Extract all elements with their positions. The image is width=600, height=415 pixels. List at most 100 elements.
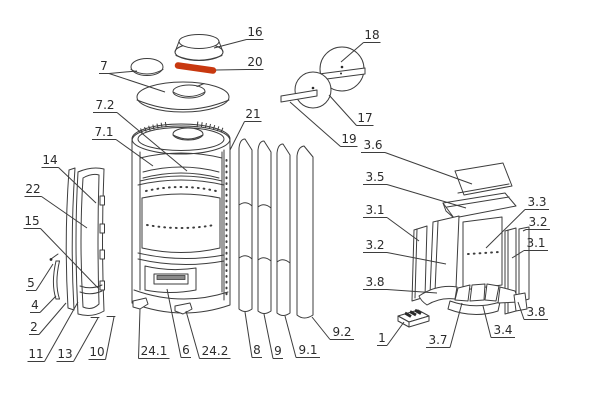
part-label-8: 8 <box>244 311 262 358</box>
base-brick-center <box>447 283 501 315</box>
top-flue-hole <box>172 127 204 141</box>
part-label-9-1: 9.1 <box>284 315 320 358</box>
leader-line <box>44 301 79 362</box>
part-label-3-2: 3.2 <box>522 215 550 232</box>
shaker-grate <box>397 308 430 328</box>
foot-left <box>132 297 149 310</box>
part-label-5: 5 <box>26 263 54 291</box>
ash-drawer <box>144 265 197 293</box>
part-label-19: 19 <box>289 101 358 147</box>
part-number: 3.2 <box>365 238 384 252</box>
part-number: 3.2 <box>528 215 547 229</box>
part-label-3-6: 3.6 <box>361 138 473 185</box>
part-label-2: 2 <box>29 302 67 335</box>
leader-line <box>229 121 245 151</box>
firebrick-side-left-inner <box>429 215 460 295</box>
leader-line <box>213 39 247 49</box>
leader-line <box>73 317 99 362</box>
leader-line <box>386 252 447 265</box>
leader-line <box>215 69 247 71</box>
door-assembly <box>49 167 116 318</box>
part-number: 9.1 <box>298 343 317 357</box>
part-label-15: 15 <box>23 214 99 289</box>
leader-line <box>35 263 54 291</box>
part-label-17: 17 <box>328 94 374 126</box>
leader-line <box>58 167 97 204</box>
base-brick-left <box>418 285 458 306</box>
window-hole-row <box>146 224 215 229</box>
part-number: 11 <box>28 347 43 361</box>
part-number: 10 <box>89 345 104 359</box>
part-number: 3.6 <box>363 138 382 152</box>
top-plate-ring <box>130 58 164 76</box>
back-panel-holes <box>467 251 500 255</box>
door-frame <box>75 167 105 316</box>
vent-slots-right <box>196 121 225 134</box>
leader-line <box>485 209 526 249</box>
damper-rod <box>280 89 318 103</box>
part-number: 7.1 <box>94 125 113 139</box>
part-number: 2 <box>30 320 38 334</box>
part-label-3-4: 3.4 <box>482 305 515 338</box>
part-number: 3.8 <box>365 275 384 289</box>
door-trim-strip <box>65 167 76 311</box>
part-number: 5 <box>27 276 35 290</box>
window-opening <box>141 193 221 253</box>
part-number: 16 <box>247 25 262 39</box>
part-number: 18 <box>364 28 379 42</box>
leader-line <box>517 301 525 320</box>
leader-line <box>289 101 341 147</box>
hinge-tab <box>99 223 105 234</box>
baffle-plate-upper <box>454 162 513 196</box>
part-number: 6 <box>182 343 190 357</box>
part-number: 3.4 <box>493 323 512 337</box>
base-brick-right-edge <box>513 292 528 312</box>
damper-disc-lower <box>294 71 332 109</box>
part-number: 3.1 <box>365 203 384 217</box>
part-label-10: 10 <box>88 316 115 360</box>
leader-line <box>116 112 188 172</box>
heat-shield-panel-9-1 <box>276 143 291 316</box>
part-label-21: 21 <box>229 107 262 151</box>
part-number: 9.2 <box>332 325 351 339</box>
leader-line <box>386 184 467 209</box>
part-label-7-1: 7.1 <box>92 125 154 167</box>
firebrick-back-panel <box>462 216 503 291</box>
airwash-hole-row <box>145 186 217 192</box>
leader-line <box>386 321 405 346</box>
leader-line <box>115 139 154 167</box>
door-glass-seal-band <box>79 284 103 295</box>
part-label-3-3: 3.3 <box>485 195 549 249</box>
part-number: 24.2 <box>202 344 229 358</box>
leader-line <box>40 228 99 289</box>
part-number: 3.7 <box>428 333 447 347</box>
part-label-14: 14 <box>41 153 97 204</box>
part-label-22: 22 <box>24 182 88 229</box>
part-number: 20 <box>247 55 262 69</box>
heat-shield-panel-9 <box>257 140 272 314</box>
leader-line <box>41 196 88 229</box>
part-label-7: 7 <box>99 59 166 93</box>
leader-line <box>263 313 274 359</box>
leader-line <box>284 315 297 358</box>
part-number: 7.2 <box>95 98 114 112</box>
part-label-3-7: 3.7 <box>426 302 463 348</box>
part-number: 19 <box>341 132 356 146</box>
leader-line <box>39 295 57 313</box>
leader-line <box>108 70 138 74</box>
leader-line <box>384 152 473 185</box>
leader-line <box>311 316 331 340</box>
part-label-24-1: 24.1 <box>138 308 170 359</box>
part-label-7-2: 7.2 <box>93 98 188 172</box>
part-label-3-8: 3.8 <box>363 275 438 294</box>
door-handle-rod <box>52 260 60 300</box>
upper-opening <box>139 152 223 182</box>
leader-line <box>386 289 438 294</box>
leader-line <box>340 42 364 63</box>
hinge-tab <box>99 195 105 206</box>
part-label-9-2: 9.2 <box>311 316 354 340</box>
part-number: 3.3 <box>527 195 546 209</box>
part-label-3-1: 3.1 <box>511 236 548 259</box>
